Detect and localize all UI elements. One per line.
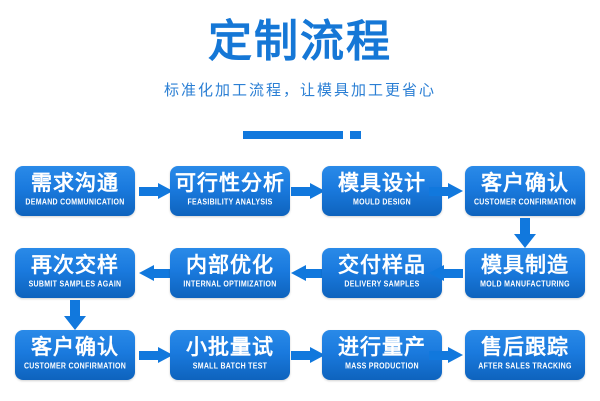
arrow-head [448,347,463,363]
step-label-en: CUSTOMER CONFIRMATION [23,362,127,371]
step-label-cn: 模具制造 [481,254,569,277]
arrow-shaft [443,269,463,278]
arrow-shaft [429,187,449,196]
step-label-en: DEMAND COMMUNICATION [25,198,125,207]
arrow-left-icon [429,265,463,281]
process-flowchart: 需求沟通 DEMAND COMMUNICATION 可行性分析 FEASIBIL… [0,150,600,401]
step-label-cn: 售后跟踪 [481,336,569,359]
step-box[interactable]: 内部优化 INTERNAL OPTIMIZATION [170,248,290,298]
step-label-cn: 客户确认 [481,172,569,195]
step-label-cn: 需求沟通 [31,172,119,195]
divider-dot [350,131,361,139]
step-box[interactable]: 客户确认 CUSTOMER CONFIRMATION [15,330,135,380]
step-label-en: SUBMIT SAMPLES AGAIN [28,280,122,289]
arrow-head [429,265,444,281]
step-box[interactable]: 可行性分析 FEASIBILITY ANALYSIS [170,166,290,216]
step-box[interactable]: 进行量产 MASS PRODUCTION [322,330,442,380]
step-label-cn: 再次交样 [31,254,119,277]
step-label-en: MASS PRODUCTION [345,362,419,371]
arrow-shaft [139,187,159,196]
step-label-en: INTERNAL OPTIMIZATION [183,280,277,289]
step-label-cn: 客户确认 [31,336,119,359]
arrow-down-icon [514,218,536,248]
arrow-right-icon [291,183,325,199]
step-label-cn: 可行性分析 [175,172,285,195]
step-label-cn: 进行量产 [338,336,426,359]
arrow-shaft [429,351,449,360]
arrow-down-icon [64,300,86,330]
arrow-head [514,234,536,248]
arrow-head [64,316,86,330]
arrow-shaft [153,269,173,278]
step-label-cn: 交付样品 [338,254,426,277]
step-box[interactable]: 模具设计 MOULD DESIGN [322,166,442,216]
arrow-shaft [291,351,311,360]
arrow-right-icon [291,347,325,363]
divider-bar [243,131,343,139]
page-title: 定制流程 [208,17,392,66]
arrow-shaft [139,351,159,360]
arrow-head [158,347,173,363]
flow-row-3: 客户确认 CUSTOMER CONFIRMATION 小批量试 SMALL BA… [0,330,600,380]
arrow-head [310,183,325,199]
step-box[interactable]: 再次交样 SUBMIT SAMPLES AGAIN [15,248,135,298]
step-label-en: MOLD MANUFACTURING [480,280,570,289]
flow-row-2: 再次交样 SUBMIT SAMPLES AGAIN 内部优化 INTERNAL … [0,248,600,298]
step-box[interactable]: 小批量试 SMALL BATCH TEST [170,330,290,380]
step-label-cn: 内部优化 [186,254,274,277]
step-label-en: FEASIBILITY ANALYSIS [187,198,273,207]
arrow-right-icon [429,347,463,363]
arrow-head [291,265,306,281]
step-box[interactable]: 交付样品 DELIVERY SAMPLES [322,248,442,298]
title-divider [0,130,600,140]
step-box[interactable]: 需求沟通 DEMAND COMMUNICATION [15,166,135,216]
arrow-shaft [70,300,80,318]
arrow-right-icon [139,183,173,199]
arrow-left-icon [291,265,325,281]
arrow-left-icon [139,265,173,281]
step-label-cn: 模具设计 [338,172,426,195]
step-label-en: CUSTOMER CONFIRMATION [473,198,577,207]
arrow-head [158,183,173,199]
arrow-right-icon [429,183,463,199]
step-box[interactable]: 客户确认 CUSTOMER CONFIRMATION [465,166,585,216]
arrow-head [139,265,154,281]
arrow-head [310,347,325,363]
flow-row-1: 需求沟通 DEMAND COMMUNICATION 可行性分析 FEASIBIL… [0,166,600,216]
page-subtitle: 标准化加工流程，让模具加工更省心 [163,82,436,99]
arrow-right-icon [139,347,173,363]
arrow-shaft [305,269,325,278]
step-box[interactable]: 售后跟踪 AFTER SALES TRACKING [465,330,585,380]
arrow-head [448,183,463,199]
step-label-en: AFTER SALES TRACKING [478,362,572,371]
step-box[interactable]: 模具制造 MOLD MANUFACTURING [465,248,585,298]
arrow-shaft [291,187,311,196]
step-label-en: DELIVERY SAMPLES [344,280,420,289]
step-label-en: MOULD DESIGN [352,198,412,207]
step-label-cn: 小批量试 [186,336,274,359]
arrow-shaft [520,218,530,236]
step-label-en: SMALL BATCH TEST [192,362,268,371]
header: 定制流程 标准化加工流程，让模具加工更省心 [0,0,600,150]
